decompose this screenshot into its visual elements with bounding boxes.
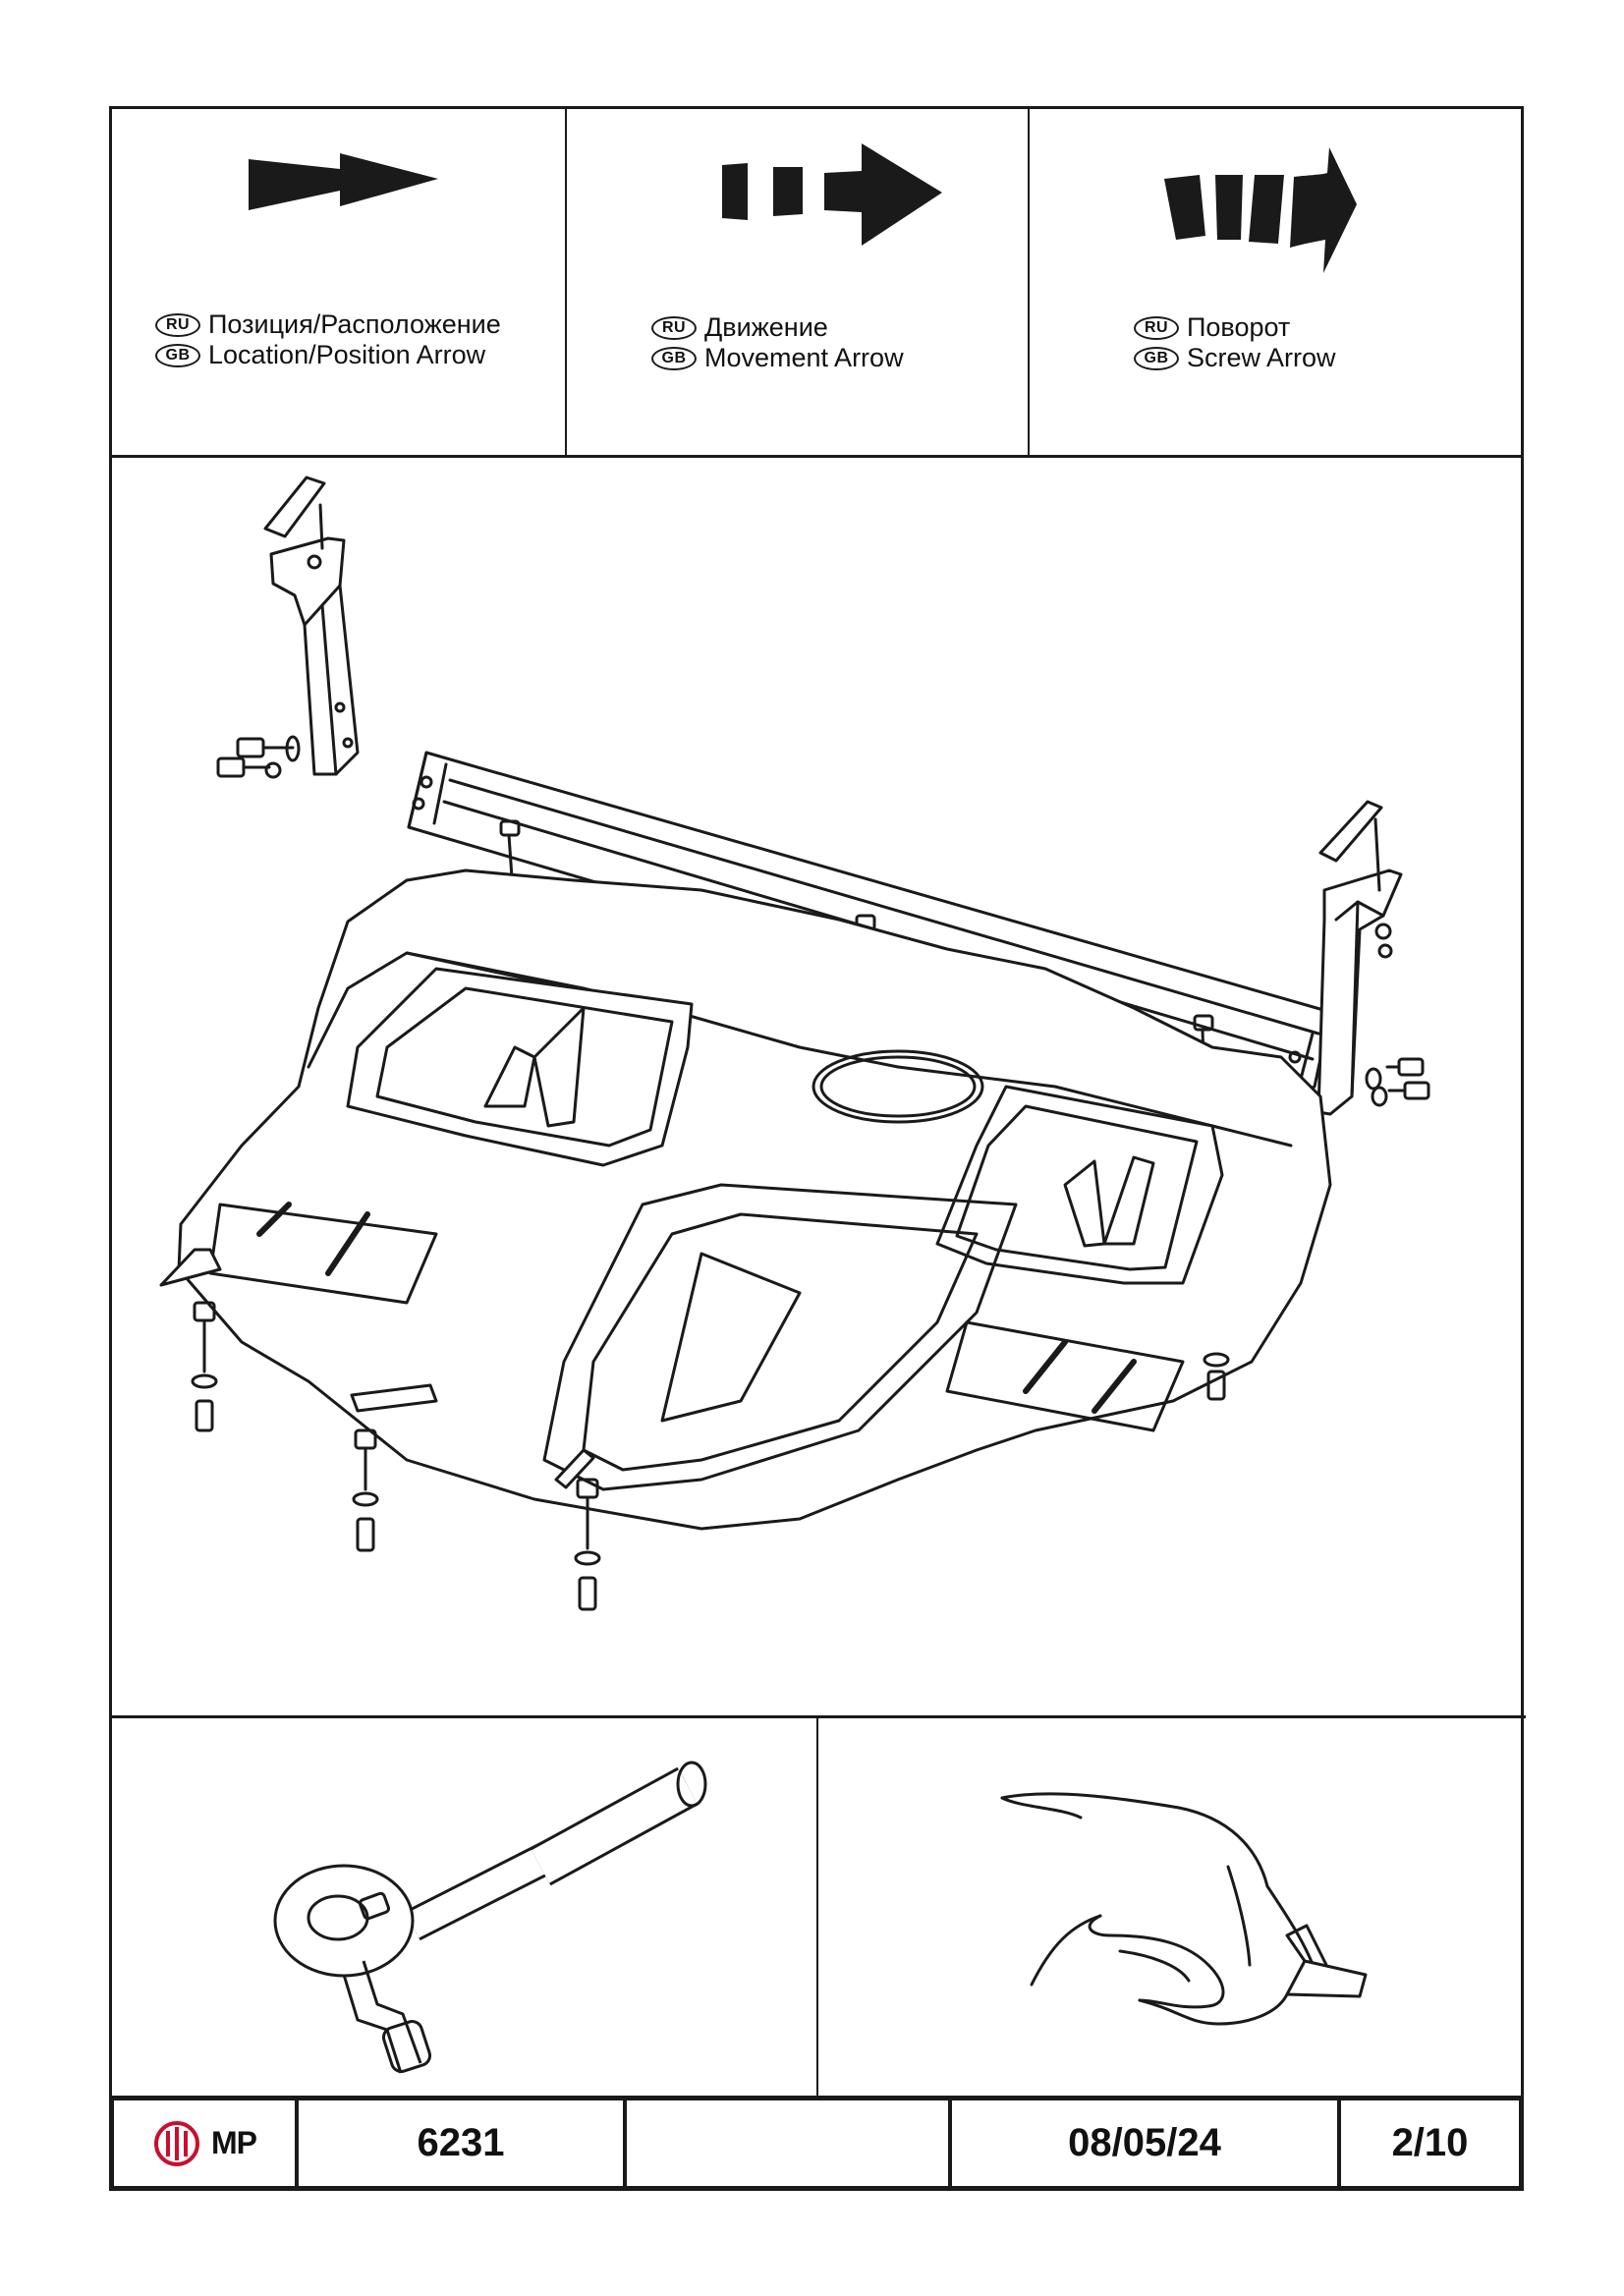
left-bolts [216, 735, 301, 779]
legend-ru-label: Позиция/Расположение [208, 309, 501, 339]
gb-badge: GB [155, 343, 200, 367]
blank-field [627, 2100, 952, 2186]
title-block: MP 6231 08/05/24 2/10 [109, 2096, 1524, 2191]
legend-gb-label: Movement Arrow [704, 343, 904, 372]
page-number: 2/10 [1391, 2121, 1469, 2164]
skid-plate-assembly-diagram [159, 476, 1430, 1611]
location-arrow-icon [249, 153, 438, 210]
ru-badge: RU [651, 315, 697, 340]
part-number: 6231 [299, 2100, 627, 2186]
footer-logo-cell: MP [114, 2100, 299, 2186]
legend-movement: RU Движение GB Movement Arrow [567, 106, 1028, 458]
ru-badge: RU [155, 312, 200, 337]
gb-badge: GB [1134, 346, 1179, 370]
legend-ru-label: Движение [704, 312, 828, 342]
left-bracket [263, 476, 360, 776]
lower-fasteners [159, 1248, 1230, 1611]
hand-with-knife-icon [1000, 1792, 1368, 2026]
date: 08/05/24 [952, 2100, 1341, 2186]
tools-col-divider [816, 1715, 818, 2099]
right-bracket [1316, 800, 1430, 1116]
screw-arrow-icon [1164, 147, 1357, 273]
legend-gb-label: Screw Arrow [1187, 343, 1336, 372]
legend-location: RU Позиция/Расположение GB Location/Positi… [109, 106, 565, 458]
legend-screw: RU Поворот GB Screw Arrow [1030, 106, 1524, 458]
mp-logo-icon [154, 2120, 199, 2166]
legend-ru-label: Поворот [1187, 312, 1291, 342]
legend-divider [109, 455, 1524, 458]
mp-logo: MP [152, 2119, 257, 2168]
logo-text: MP [211, 2125, 257, 2160]
skid-plate [177, 868, 1332, 1531]
ratchet-wrench-icon [273, 1761, 707, 2074]
legend-gb-label: Location/Position Arrow [208, 340, 486, 369]
legend-col-divider-1 [565, 106, 567, 457]
ru-badge: RU [1134, 315, 1179, 340]
movement-arrow-icon [722, 143, 942, 246]
gb-badge: GB [651, 346, 697, 370]
legend-col-divider-2 [1028, 106, 1030, 457]
